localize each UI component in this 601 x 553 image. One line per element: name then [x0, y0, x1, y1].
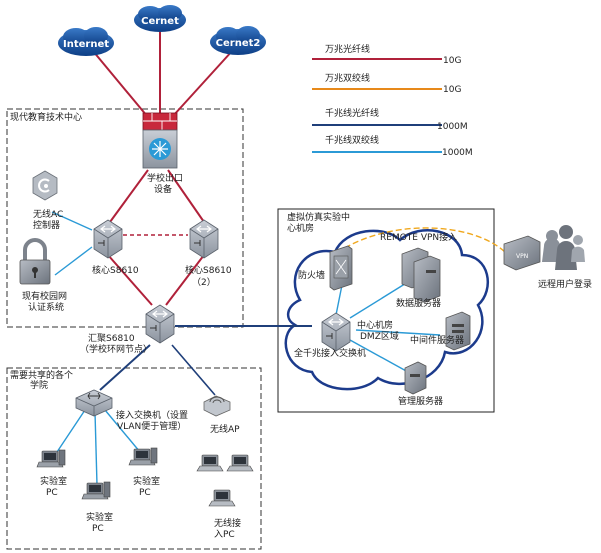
wireless-laptop-1 — [196, 454, 224, 472]
aggregation-switch — [145, 304, 175, 344]
core-switch-2 — [189, 219, 219, 259]
link-cernet2-egress — [172, 49, 234, 117]
colleges-title-1: 需要共享的各个 — [10, 369, 73, 381]
link-access-pc1 — [54, 409, 86, 456]
tech-center-region — [6, 108, 244, 328]
wifi-pc-label-2: 入PC — [214, 529, 235, 540]
agg-label-1: 汇聚S6810 — [88, 333, 135, 344]
colleges-region — [6, 367, 262, 550]
lab-pc-3 — [128, 447, 158, 466]
middleware-server — [445, 311, 471, 351]
firewall-label: 防火墙 — [298, 269, 325, 281]
vpn-device: VPN — [503, 235, 541, 271]
ac-label-2: 控制器 — [33, 219, 60, 231]
legend-label-2: 万兆双绞线 — [325, 72, 370, 84]
ap-label: 无线AP — [210, 423, 240, 435]
wifi-pc-label-1: 无线接 — [214, 517, 241, 529]
auth-system-icon — [19, 238, 51, 285]
link-gigswitch-dataserver — [349, 281, 409, 319]
cernet2-cloud: Cernet2 — [210, 26, 266, 55]
lab-pc-2-label-2: PC — [92, 524, 104, 534]
lab-pc-3-label-2: PC — [139, 488, 151, 498]
lab-pc-1 — [36, 449, 66, 468]
link-internet-egress — [92, 50, 148, 117]
egress-device — [142, 112, 178, 169]
access-label-1: 接入交换机（设置 — [116, 409, 188, 421]
link-core2-agg — [165, 254, 205, 306]
lab-pc-2-label-1: 实验室 — [86, 511, 113, 523]
lab-pc-1-label-1: 实验室 — [40, 475, 67, 487]
link-egress-core2 — [167, 169, 205, 223]
management-server — [404, 361, 427, 395]
tech-center-title: 现代教育技术中心 — [10, 111, 82, 123]
mgmt-server-label: 管理服务器 — [398, 395, 443, 407]
legend-label-4: 千兆线双绞线 — [325, 134, 379, 146]
auth-label-2: 认证系统 — [28, 301, 64, 313]
data-server — [401, 247, 441, 303]
dmz-label-1: 中心机房 — [357, 319, 393, 331]
core2-label-1: 核心S8610 — [185, 264, 232, 276]
egress-label-1: 学校出口 — [147, 172, 183, 184]
core-switch-1 — [93, 219, 123, 259]
ac-label-1: 无线AC — [33, 208, 63, 220]
ac-controller — [32, 170, 58, 201]
dc-firewall — [329, 245, 353, 291]
remote-users-label: 远程用户登录 — [538, 278, 592, 290]
colleges-tab — [8, 369, 78, 391]
auth-label-1: 现有校园网 — [22, 290, 67, 302]
agg-label-2: （学校环网节点） — [80, 343, 152, 355]
legend-label-1: 万兆光纤线 — [325, 43, 370, 55]
core1-label: 核心S8610 — [92, 264, 139, 276]
egress-label-2: 设备 — [154, 183, 172, 195]
legend: 万兆光纤线 10G 万兆双绞线 10G 千兆线光纤线 1000M 千兆线双绞线 … — [312, 43, 473, 158]
data-server-label: 数据服务器 — [396, 297, 441, 309]
link-firewall-gigswitch — [335, 284, 343, 316]
wireless-laptop-3 — [208, 489, 236, 507]
wireless-laptop-2 — [226, 454, 254, 472]
lab-pc-3-label-1: 实验室 — [133, 475, 160, 487]
wireless-ap — [203, 395, 231, 417]
link-gigswitch-mwserver — [355, 329, 441, 336]
core2-label-2: （2） — [192, 277, 216, 288]
virtual-lab-title-1: 虚拟仿真实验中 — [287, 211, 350, 223]
lab-pc-1-label-2: PC — [46, 488, 58, 498]
remote-vpn-arc — [329, 227, 506, 259]
access-switch — [75, 389, 113, 417]
legend-speed-1: 10G — [443, 56, 461, 66]
legend-speed-2: 10G — [443, 85, 461, 95]
link-egress-core1 — [109, 169, 149, 223]
virtual-lab-title-2: 心机房 — [287, 222, 314, 234]
link-core1-agg — [107, 254, 153, 306]
link-agg-access — [99, 344, 151, 391]
gig-switch-label: 全千兆接入交换机 — [294, 347, 366, 359]
tech-center-tab — [8, 110, 86, 123]
link-agg-ap — [171, 344, 216, 396]
mw-server-label: 中间件服务器 — [410, 334, 464, 346]
link-access-pc2 — [94, 411, 98, 486]
lab-pc-2 — [81, 481, 111, 500]
remote-vpn-label: REMOTE VPN接入 — [380, 231, 457, 243]
access-label-2: VLAN便于管理） — [117, 420, 186, 432]
link-auth-core1 — [54, 246, 93, 276]
dmz-label-2: DMZ区域 — [360, 330, 399, 342]
cernet-label: Cernet — [141, 16, 179, 27]
legend-label-3: 千兆线光纤线 — [325, 107, 379, 119]
vpn-label: VPN — [516, 253, 528, 260]
legend-speed-3: 1000M — [437, 122, 468, 132]
internet-label: Internet — [63, 39, 109, 50]
virtual-lab-region — [277, 208, 495, 413]
legend-speed-4: 1000M — [442, 148, 473, 158]
datacenter-cloud — [284, 229, 490, 391]
cernet2-label: Cernet2 — [216, 38, 261, 49]
internet-cloud: Internet — [58, 27, 114, 56]
cernet-cloud: Cernet — [134, 5, 186, 32]
link-gigswitch-mgmtserver — [349, 339, 409, 373]
remote-users-icon — [542, 225, 585, 270]
link-ac-core1 — [51, 211, 93, 231]
link-access-pc3 — [104, 409, 141, 453]
colleges-title-2: 学院 — [30, 379, 48, 391]
